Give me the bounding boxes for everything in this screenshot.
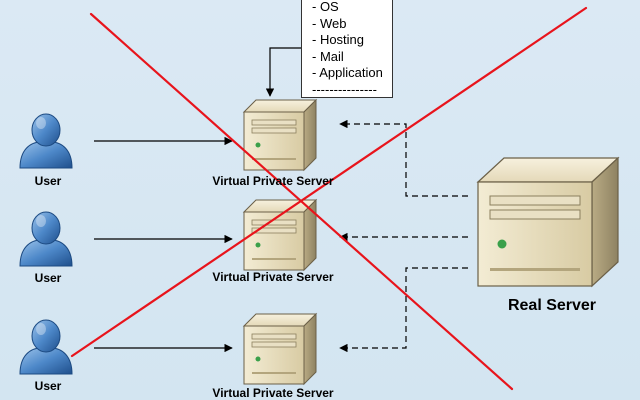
vps-label: Virtual Private Server [212,270,334,284]
info-box-line: - Mail [312,48,344,64]
user-label: User [34,271,62,285]
info-box-line: --------------- [312,81,377,97]
server-icon [242,312,318,386]
info-box: - OS - Web - Hosting - Mail - Applicatio… [301,0,393,98]
info-box-connector [265,47,301,97]
vps-label: Virtual Private Server [212,386,334,400]
red-x-overlay [70,6,588,391]
real-server-connectors [339,119,468,353]
real-server-label: Real Server [507,297,597,314]
info-box-line: - Application [312,65,383,80]
server-icon [242,98,318,172]
info-box-line: - Web [312,15,347,31]
user-icon [19,113,73,169]
vps-label: Virtual Private Server [212,174,334,188]
info-box-line: - OS [312,0,339,14]
real-server-icon [476,156,620,288]
info-box-line: - Hosting [312,32,365,47]
user-icon [19,211,73,267]
user-label: User [34,174,62,188]
user-label: User [34,379,62,393]
user-icon [19,319,73,375]
server-icon [242,198,318,272]
